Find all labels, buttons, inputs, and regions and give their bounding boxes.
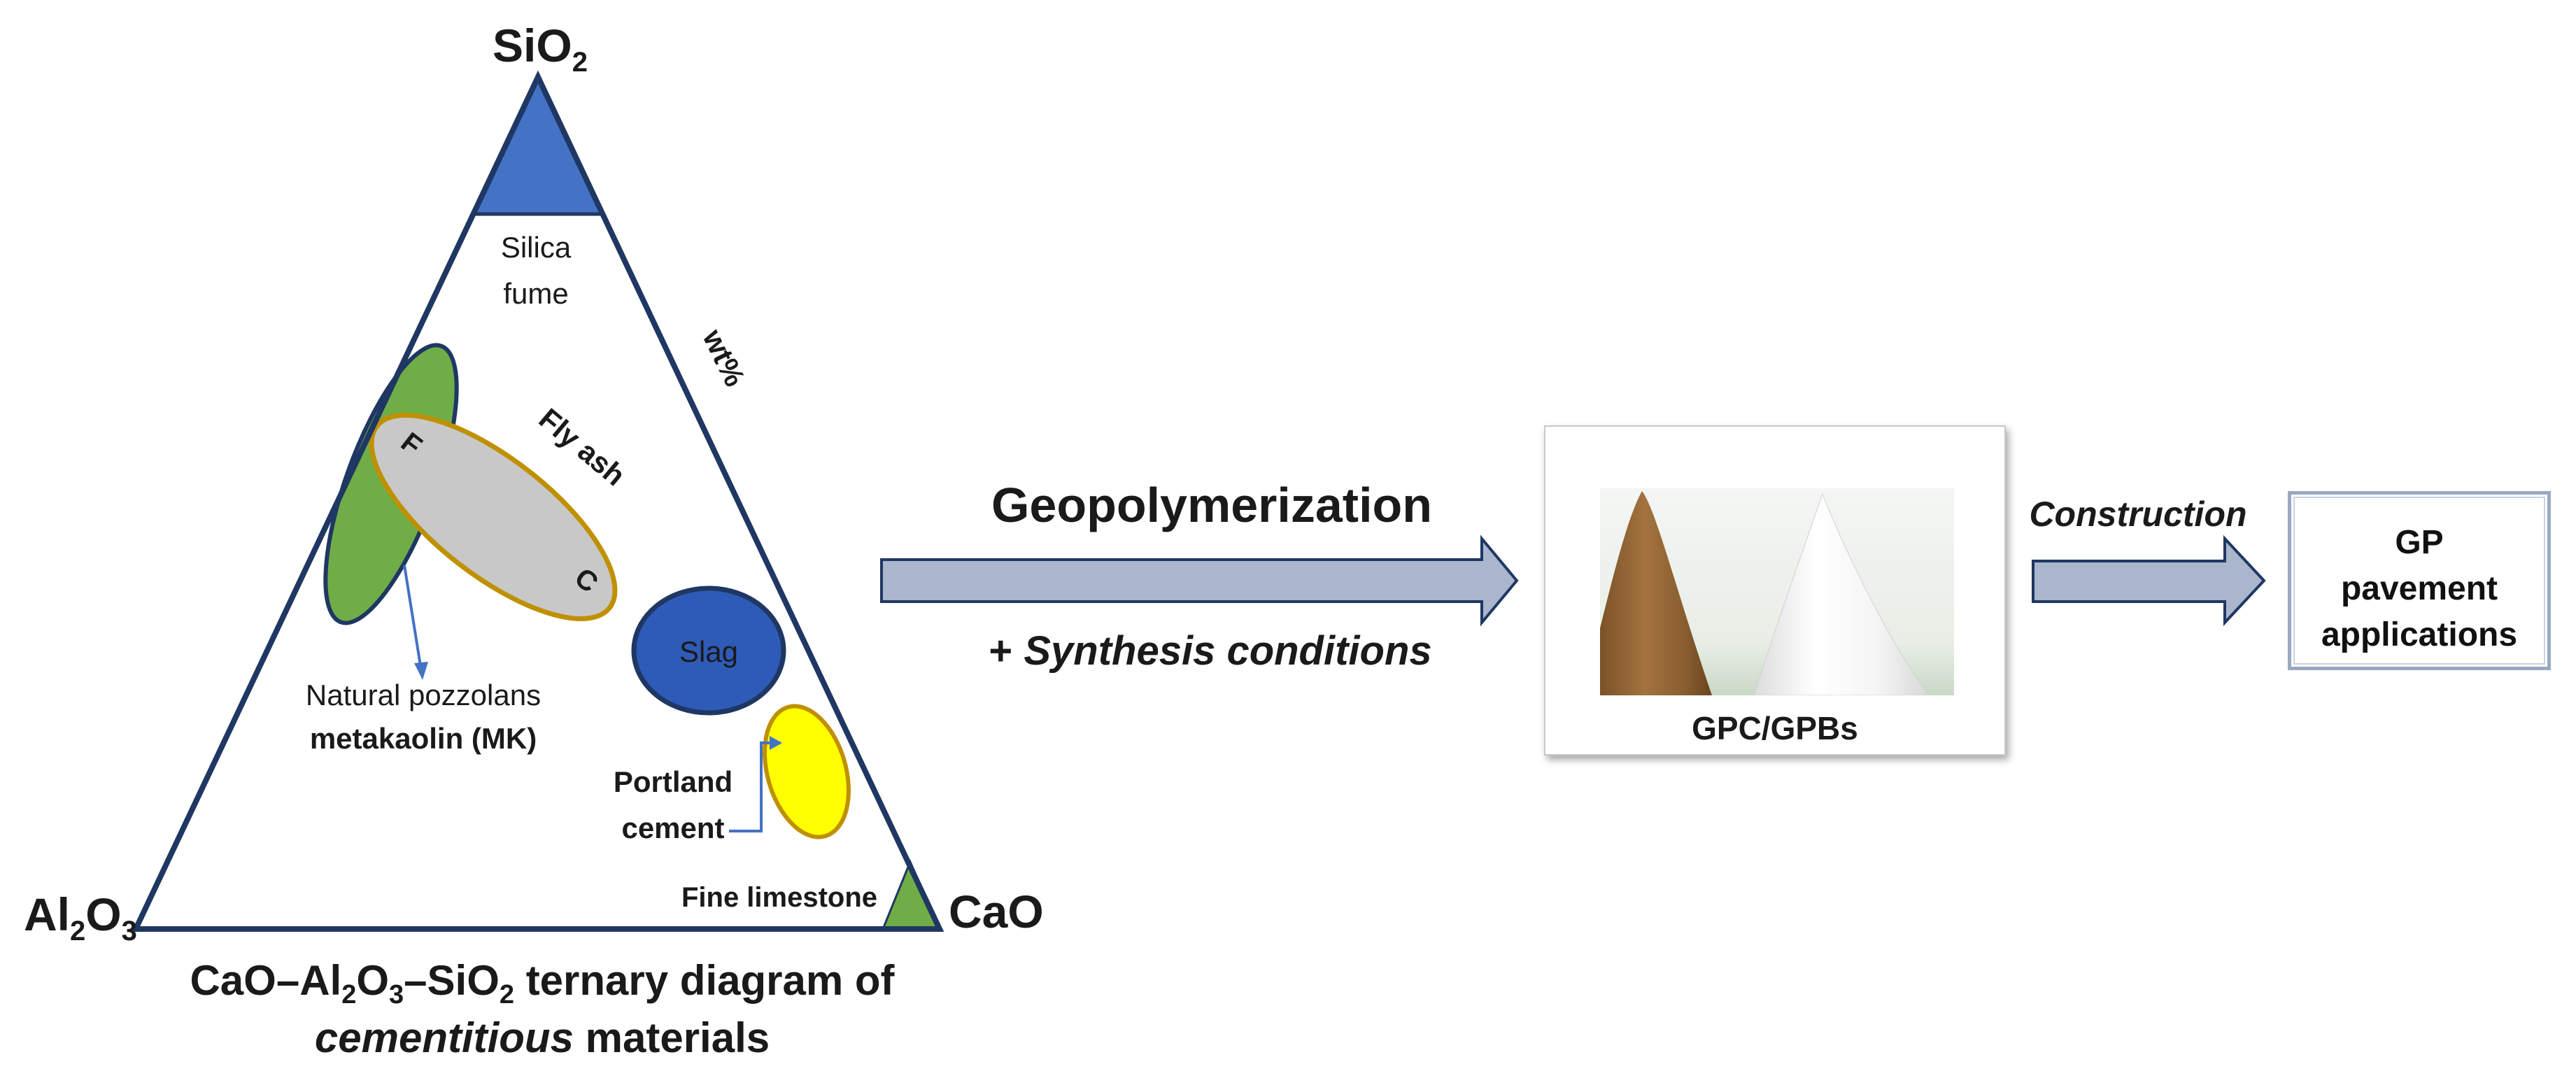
ternary-caption-line2: cementitious materials: [315, 1014, 770, 1061]
natural-pozzolans-label: Natural pozzolans: [306, 679, 541, 711]
geopolymerization-arrow: [880, 534, 1519, 627]
axis-unit-label: wt%: [696, 324, 752, 392]
portland-pointer-arrow: [729, 736, 782, 832]
pavement-applications-box: GP pavement applications: [2288, 491, 2551, 670]
geopolymerization-title: Geopolymerization: [991, 478, 1432, 532]
silica-fume-label-1: Silica: [501, 231, 572, 264]
result-line-3: applications: [2321, 616, 2518, 653]
vertex-label-al2o3: Al2O3: [24, 888, 137, 946]
result-line-1: GP: [2395, 524, 2444, 561]
construction-arrow: [2032, 534, 2266, 627]
fine-limestone-label: Fine limestone: [681, 882, 877, 913]
vertex-label-sio2: SiO2: [493, 20, 588, 78]
slag-label: Slag: [679, 635, 738, 668]
silica-fume-label-2: fume: [503, 277, 568, 310]
portland-label-1: Portland: [614, 765, 733, 798]
construction-label: Construction: [2029, 495, 2246, 534]
pozzolans-pointer-arrow: [403, 565, 428, 680]
vertex-label-cao: CaO: [949, 886, 1044, 937]
result-line-2: pavement: [2340, 570, 2498, 607]
ternary-caption-line1: CaO–Al2O3–SiO2 ternary diagram of: [190, 957, 895, 1009]
brown-powder-pile: [1600, 491, 1712, 695]
metakaolin-label: metakaolin (MK): [310, 722, 537, 755]
portland-cement-region: [763, 704, 851, 839]
fly-ash-label: Fly ash: [533, 402, 632, 492]
fly-ash-region: [369, 413, 618, 621]
silica-fume-region: [470, 73, 606, 216]
white-powder-pile: [1753, 492, 1930, 695]
slag-region: [631, 586, 786, 716]
synthesis-conditions-label: + Synthesis conditions: [989, 628, 1431, 674]
ternary-triangle: [131, 70, 944, 932]
product-label: GPC/GPBs: [1692, 710, 1858, 746]
geopolymer-piles-image: [1600, 488, 1954, 695]
product-photo-card: GPC/GPBs: [1544, 425, 2006, 756]
portland-label-2: cement: [621, 811, 724, 844]
